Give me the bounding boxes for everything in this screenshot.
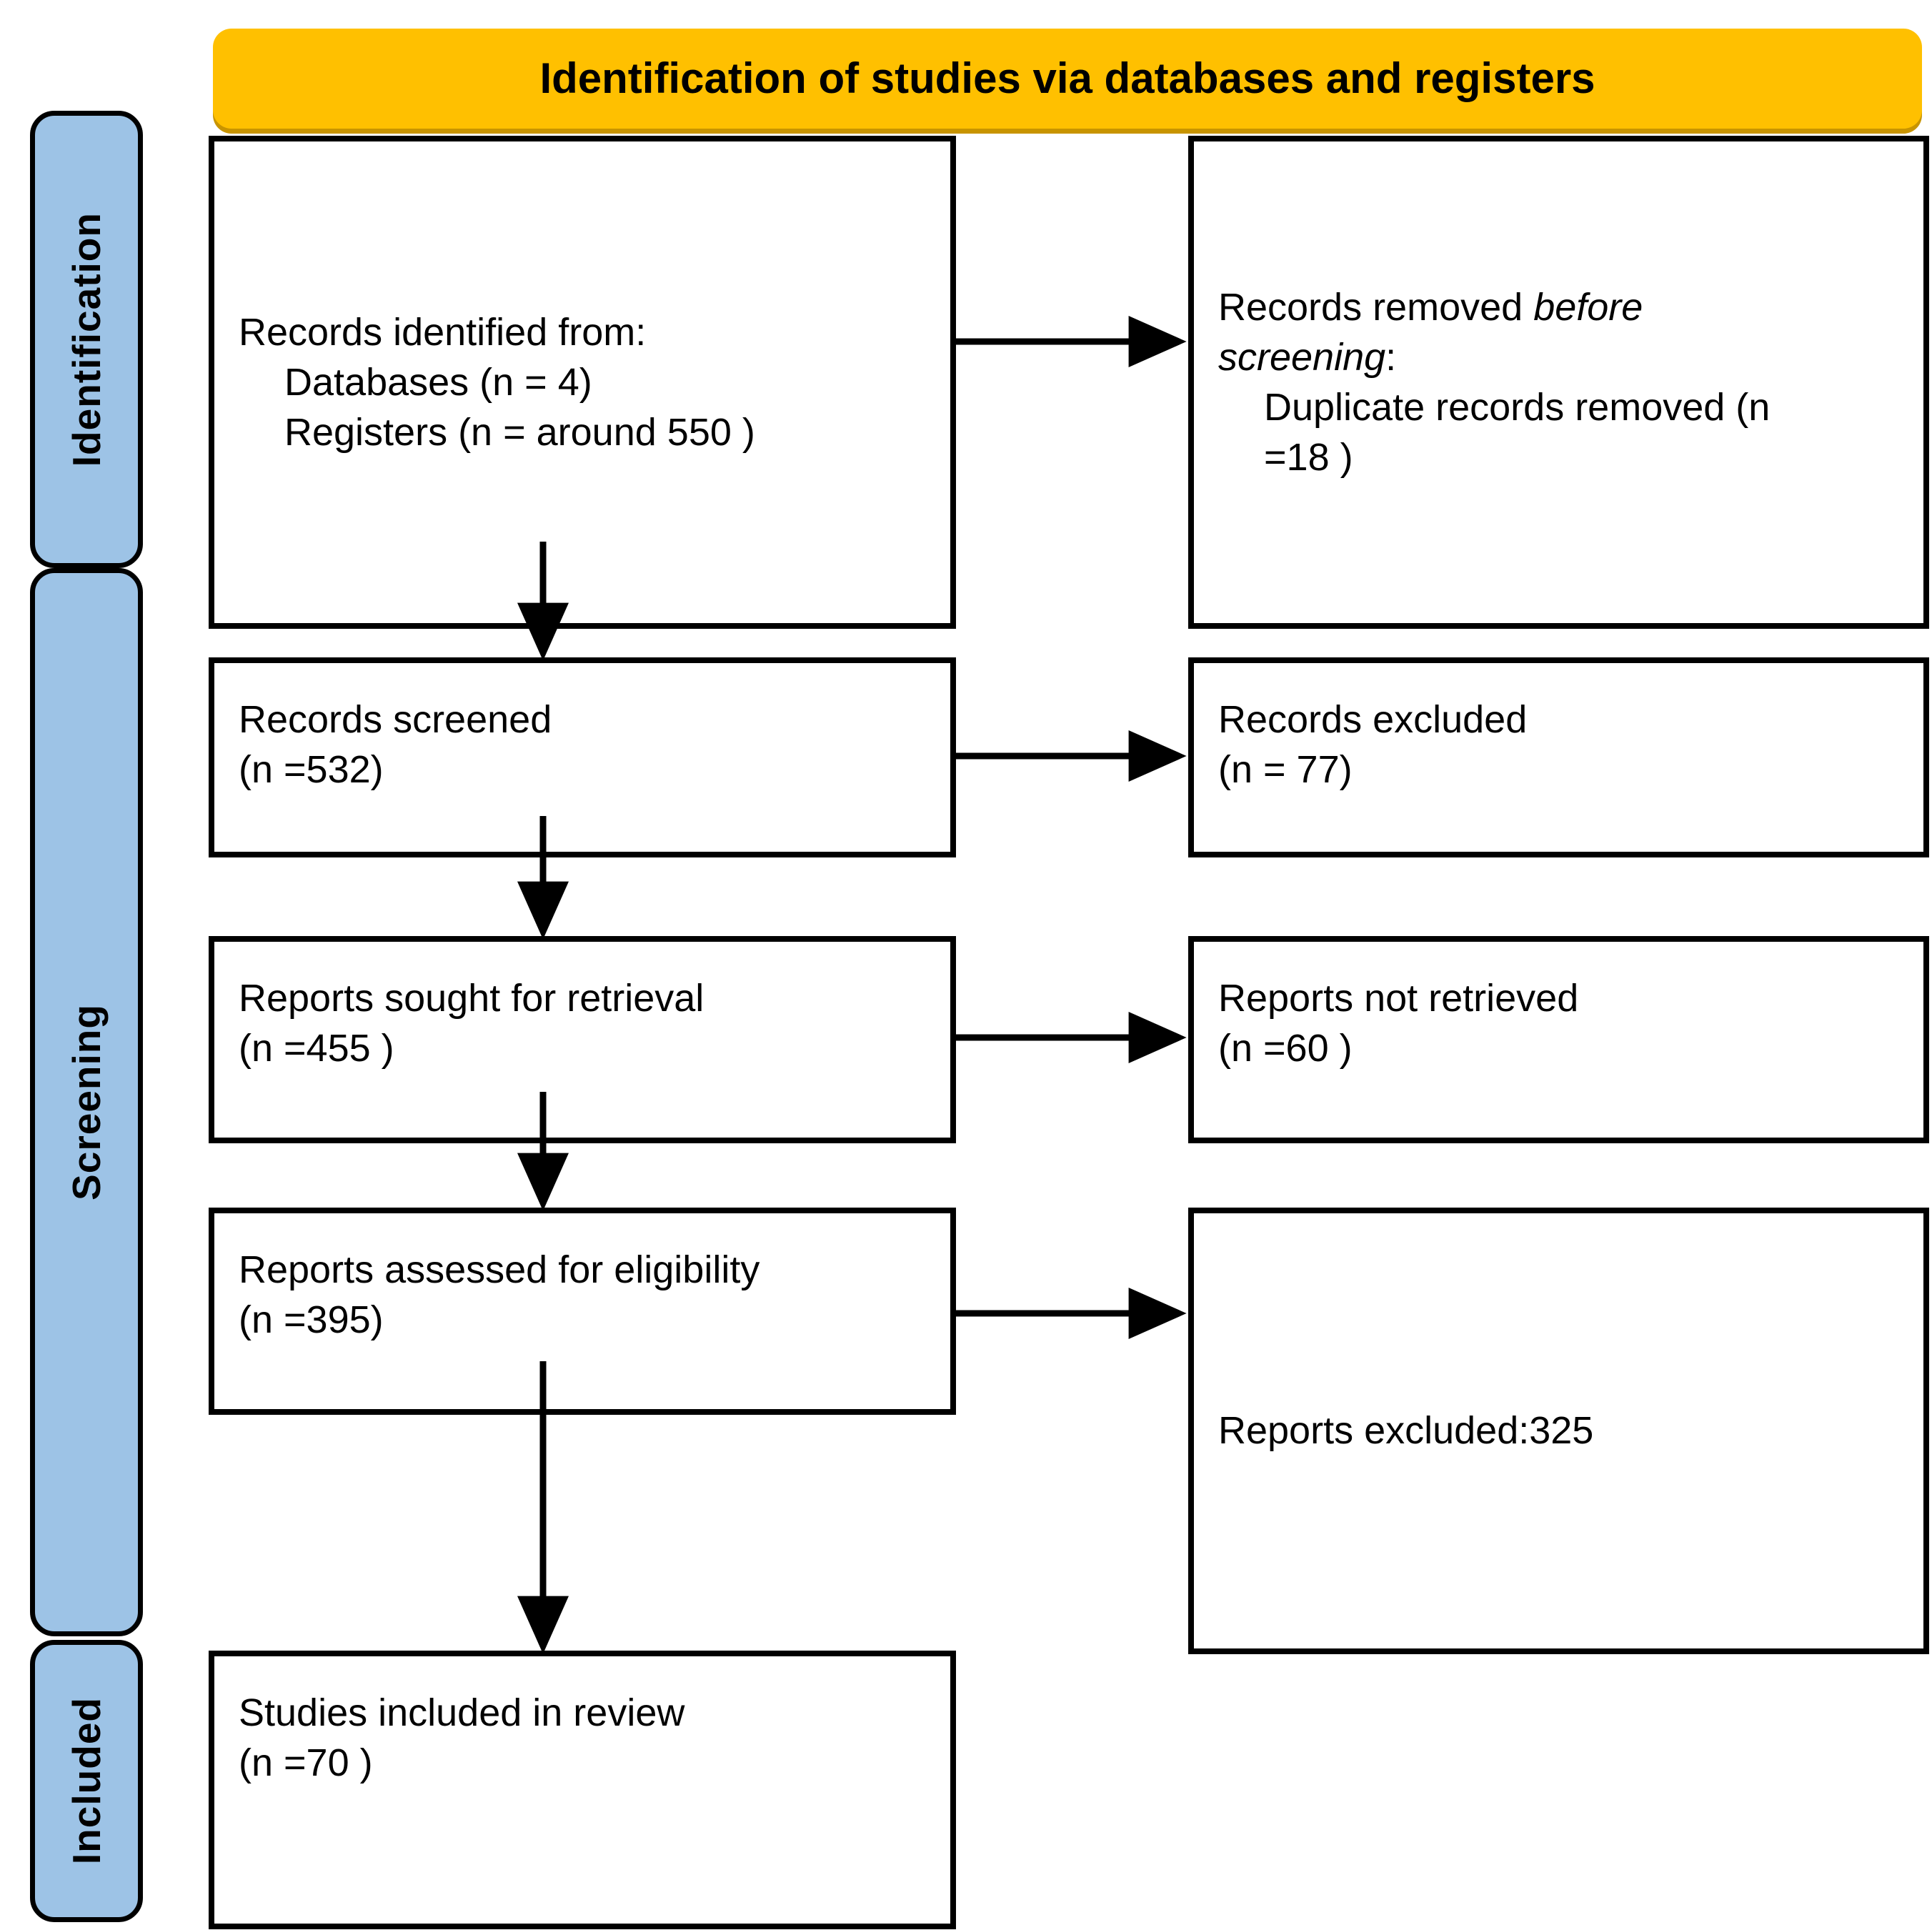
- diagram-header-banner: Identification of studies via databases …: [213, 29, 1922, 129]
- box-records-removed-line2-italic: screening: [1218, 335, 1386, 379]
- stage-label-included: Included: [30, 1640, 143, 1922]
- box-studies-included: Studies included in review (n =70 ): [209, 1651, 956, 1929]
- box-studies-included-line2: (n =70 ): [239, 1741, 373, 1785]
- box-reports-not-retrieved-line1: Reports not retrieved: [1218, 977, 1579, 1020]
- box-records-removed-line2: screening:: [1218, 332, 1899, 382]
- box-records-identified-line2: Databases (n = 4): [284, 360, 592, 404]
- stage-label-included-text: Included: [64, 1697, 109, 1865]
- box-records-removed-line1: Records removed before: [1218, 282, 1899, 332]
- stage-label-screening: Screening: [30, 568, 143, 1636]
- box-studies-included-line1: Studies included in review: [239, 1691, 685, 1734]
- box-records-excluded-line2: (n = 77): [1218, 748, 1353, 792]
- stage-label-screening-text: Screening: [64, 1004, 109, 1200]
- box-records-identified-line3: Registers (n = around 550 ): [284, 411, 755, 454]
- box-records-removed-line3: Duplicate records removed (n: [1264, 386, 1771, 429]
- box-records-screened: Records screened (n =532): [209, 657, 956, 857]
- box-records-excluded: Records excluded (n = 77): [1188, 657, 1929, 857]
- box-reports-sought: Reports sought for retrieval (n =455 ): [209, 936, 956, 1143]
- box-records-excluded-line1: Records excluded: [1218, 698, 1528, 741]
- box-reports-sought-line2: (n =455 ): [239, 1027, 394, 1070]
- box-reports-assessed: Reports assessed for eligibility (n =395…: [209, 1208, 956, 1415]
- box-reports-assessed-line2: (n =395): [239, 1298, 384, 1342]
- box-reports-not-retrieved-line2: (n =60 ): [1218, 1027, 1353, 1070]
- box-records-removed: Records removed before screening: Duplic…: [1188, 136, 1929, 629]
- box-records-screened-line1: Records screened: [239, 698, 552, 741]
- box-records-removed-line1-italic: before: [1533, 285, 1643, 329]
- box-reports-not-retrieved: Reports not retrieved (n =60 ): [1188, 936, 1929, 1143]
- box-reports-sought-line1: Reports sought for retrieval: [239, 977, 704, 1020]
- box-records-removed-line1-plain: Records removed: [1218, 285, 1534, 329]
- box-reports-assessed-line1: Reports assessed for eligibility: [239, 1248, 760, 1291]
- box-records-identified: Records identified from: Databases (n = …: [209, 136, 956, 629]
- box-records-removed-line2-plain: :: [1385, 335, 1397, 379]
- page-title: Identification of studies via databases …: [539, 54, 1595, 102]
- box-reports-excluded: Reports excluded:325: [1188, 1208, 1929, 1654]
- box-records-removed-line4: =18 ): [1264, 436, 1353, 479]
- stage-label-identification-text: Identification: [64, 212, 109, 467]
- box-records-identified-line1: Records identified from:: [239, 310, 647, 354]
- box-records-screened-line2: (n =532): [239, 748, 384, 792]
- stage-label-identification: Identification: [30, 111, 143, 568]
- box-reports-excluded-line1: Reports excluded:325: [1218, 1409, 1594, 1453]
